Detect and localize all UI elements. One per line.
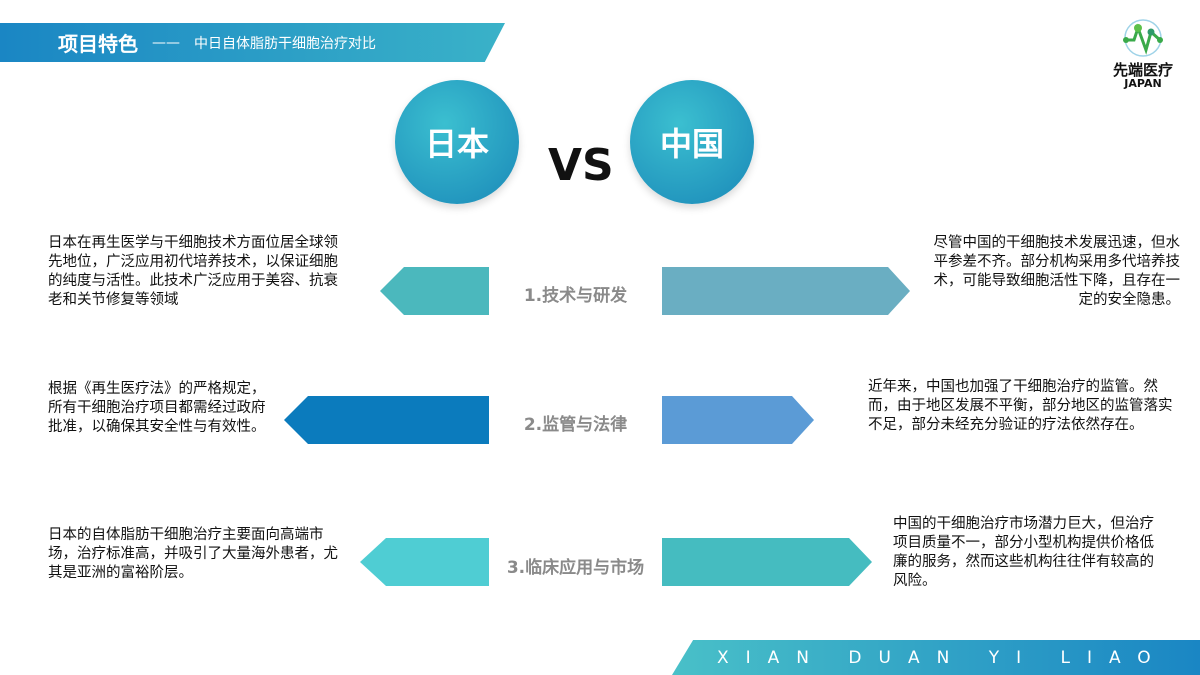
logo-name: 先端医疗: [1112, 61, 1173, 79]
page-subtitle: 中日自体脂肪干细胞治疗对比: [194, 35, 376, 52]
logo: 先端医疗 JAPAN: [1098, 18, 1188, 90]
japan-text-2: 根据《再生医疗法》的严格规定，所有干细胞治疗项目都需经过政府批准，以确保其安全性…: [48, 381, 266, 435]
china-text-3: 中国的干细胞治疗市场潜力巨大，但治疗项目质量不一，部分小型机构提供价格低廉的服务…: [893, 516, 1154, 589]
row-label-2: 2.监管与法律: [523, 415, 628, 435]
logo-en: JAPAN: [1124, 77, 1162, 90]
page-title: 项目特色: [58, 32, 138, 56]
header-banner: 项目特色 —— 中日自体脂肪干细胞治疗对比: [0, 23, 505, 62]
title-dash: ——: [152, 34, 180, 51]
china-arrow-3: [662, 538, 872, 586]
vs-text: VS: [548, 140, 614, 191]
row-label-3: 3.临床应用与市场: [506, 558, 645, 578]
japan-circle: 日本: [395, 80, 519, 204]
row-label-1: 1.技术与研发: [523, 286, 628, 306]
japan-text-1: 日本在再生医学与干细胞技术方面位居全球领先地位，广泛应用初代培养技术，以保证细胞…: [48, 235, 338, 308]
china-text-2: 近年来，中国也加强了干细胞治疗的监管。然而，由于地区发展不平衡，部分地区的监管落…: [868, 379, 1173, 433]
logo-molecule-icon: [1123, 19, 1163, 57]
japan-arrow-1: [380, 267, 489, 315]
footer-text: XIAN DUAN YI LIAO: [717, 647, 1168, 668]
japan-arrow-3: [360, 538, 489, 586]
china-text-1: 尽管中国的干细胞技术发展迅速，但水平参差不齐。部分机构采用多代培养技术，可能导致…: [933, 235, 1181, 308]
japan-text-3: 日本的自体脂肪干细胞治疗主要面向高端市场，治疗标准高，并吸引了大量海外患者，尤其…: [48, 527, 338, 581]
footer-bar: XIAN DUAN YI LIAO: [672, 640, 1200, 675]
china-circle: 中国: [630, 80, 754, 204]
china-arrow-2: [662, 396, 814, 444]
japan-arrow-2: [284, 396, 489, 444]
china-arrow-1: [662, 267, 910, 315]
